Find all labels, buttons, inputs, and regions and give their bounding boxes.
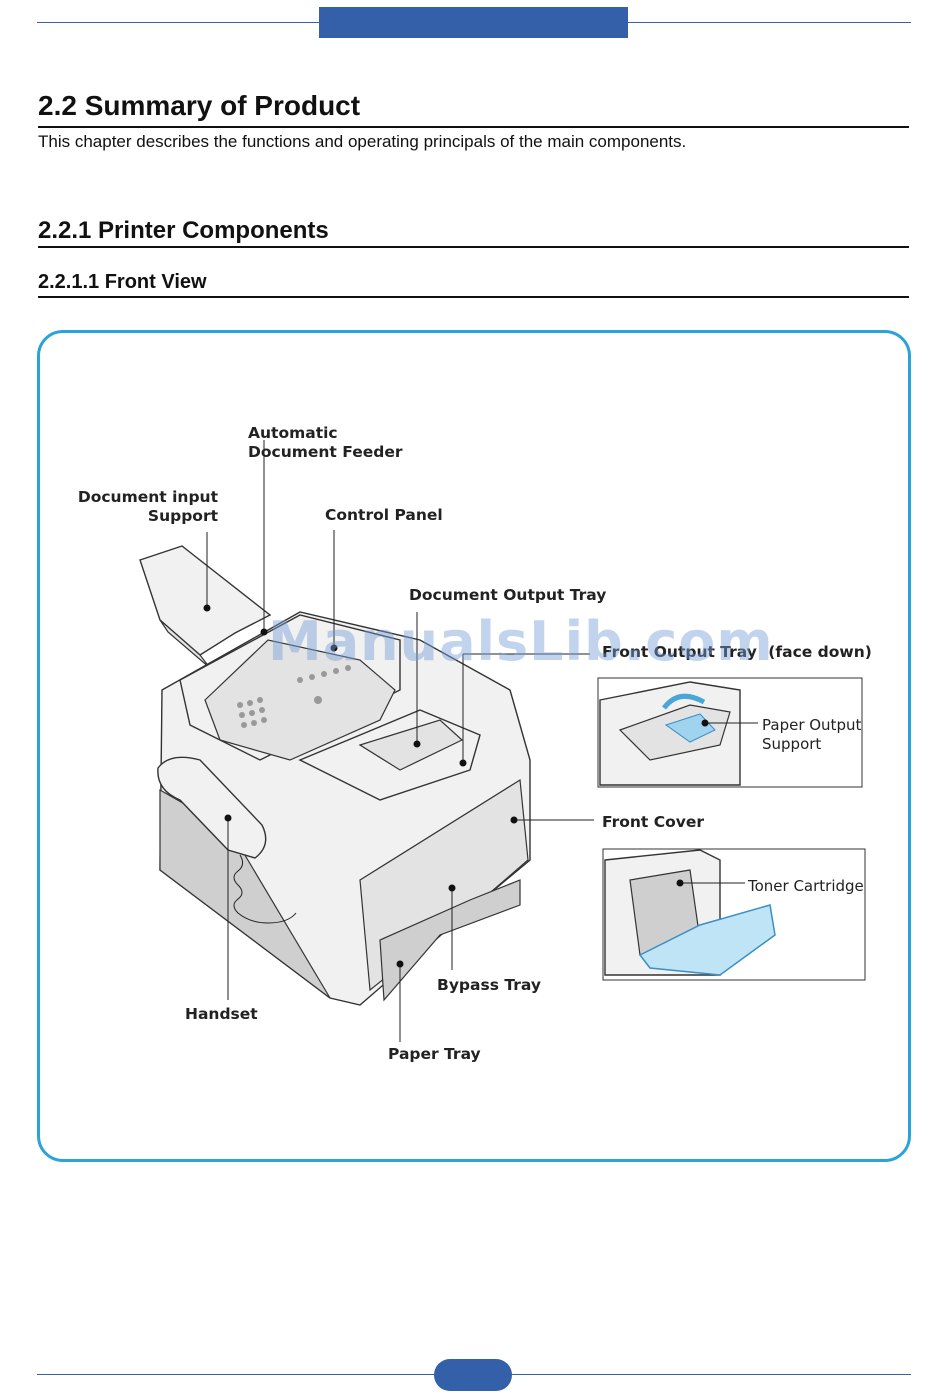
- inset-toner-cartridge: [602, 848, 866, 981]
- subsection-title-underline: [38, 246, 909, 248]
- label-doc-input-line2: Support: [148, 507, 219, 525]
- label-front-cover: Front Cover: [602, 813, 704, 831]
- label-adf-line2: Document Feeder: [248, 443, 403, 461]
- subsection-title: 2.2.1 Printer Components: [38, 217, 329, 244]
- section-title: 2.2 Summary of Product: [38, 90, 361, 121]
- label-front-output-tray: Front Output Tray (face down): [602, 643, 872, 661]
- fax-machine-illustration: [139, 545, 531, 1006]
- label-adf-line1: Automatic: [248, 424, 338, 442]
- subsubsection-title-underline: [38, 296, 909, 298]
- label-front-output-tray-note: (face down): [768, 643, 872, 661]
- label-front-output-tray-name: Front Output Tray: [602, 643, 757, 661]
- label-control-panel: Control Panel: [325, 506, 443, 524]
- label-handset: Handset: [185, 1005, 258, 1023]
- section-title-underline: [38, 126, 909, 128]
- label-bypass-tray: Bypass Tray: [437, 976, 541, 994]
- label-paper-output-support-line1: Paper Output: [762, 716, 861, 734]
- label-paper-tray: Paper Tray: [388, 1045, 481, 1063]
- section-intro: This chapter describes the functions and…: [38, 132, 687, 151]
- label-doc-output-tray: Document Output Tray: [409, 586, 606, 604]
- label-toner-cartridge: Toner Cartridge: [747, 877, 864, 895]
- watermark: ManualsLib.com: [268, 610, 774, 673]
- header-bar: [319, 7, 628, 38]
- label-paper-output-support-line2: Support: [762, 735, 821, 753]
- label-doc-input-line1: Document input: [78, 488, 219, 506]
- figure-frame: [37, 330, 911, 1162]
- inset-paper-output-support: [597, 677, 863, 788]
- leader-lines: [203, 440, 594, 1042]
- page-number-pill: [434, 1359, 512, 1391]
- subsubsection-title: 2.2.1.1 Front View: [38, 271, 207, 293]
